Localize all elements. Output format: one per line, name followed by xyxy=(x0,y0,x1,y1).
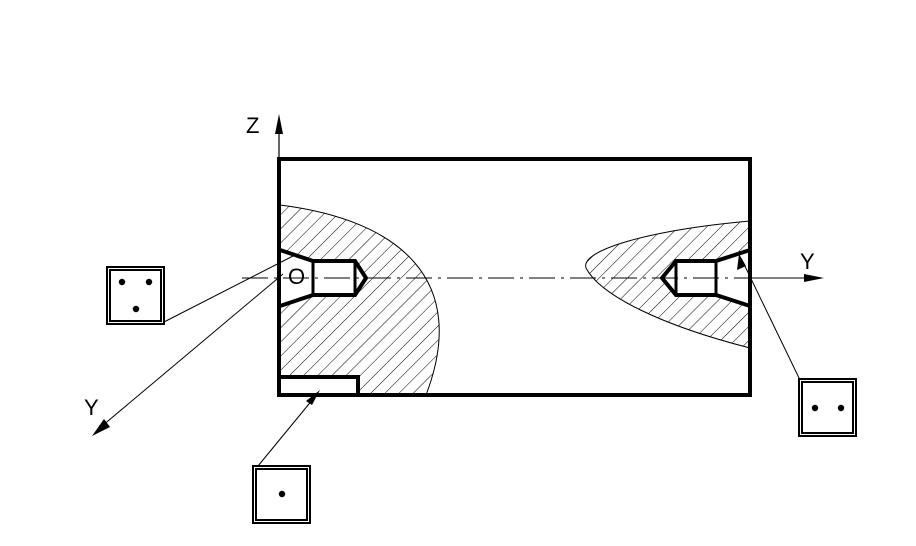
y-axis-oblique-arrowhead xyxy=(92,419,110,436)
left-recess-fill xyxy=(280,250,366,306)
leader-line-left xyxy=(163,255,294,323)
locator-symbol-two-points xyxy=(798,378,857,437)
y-axis-oblique-line xyxy=(101,273,284,427)
z-axis-arrowhead xyxy=(275,114,283,134)
axis-y-oblique-label: Y xyxy=(84,395,99,420)
axis-z-label: Z xyxy=(246,113,259,138)
bottom-slot xyxy=(280,375,360,395)
left-hatched-section xyxy=(279,204,440,396)
y-axis-right-arrowhead xyxy=(804,274,824,282)
locator-symbol-one-point xyxy=(252,465,311,524)
origin-label: O xyxy=(288,264,305,289)
leader-line-right xyxy=(740,257,801,381)
axis-y-right-label: Y xyxy=(800,249,815,274)
leader-line-bottom xyxy=(257,392,319,467)
leader-arrowhead-bottom xyxy=(306,390,320,405)
locator-symbol-three-points xyxy=(106,266,165,325)
bottom-slot-fill xyxy=(280,377,358,395)
leader-arrowhead-right xyxy=(737,254,746,270)
